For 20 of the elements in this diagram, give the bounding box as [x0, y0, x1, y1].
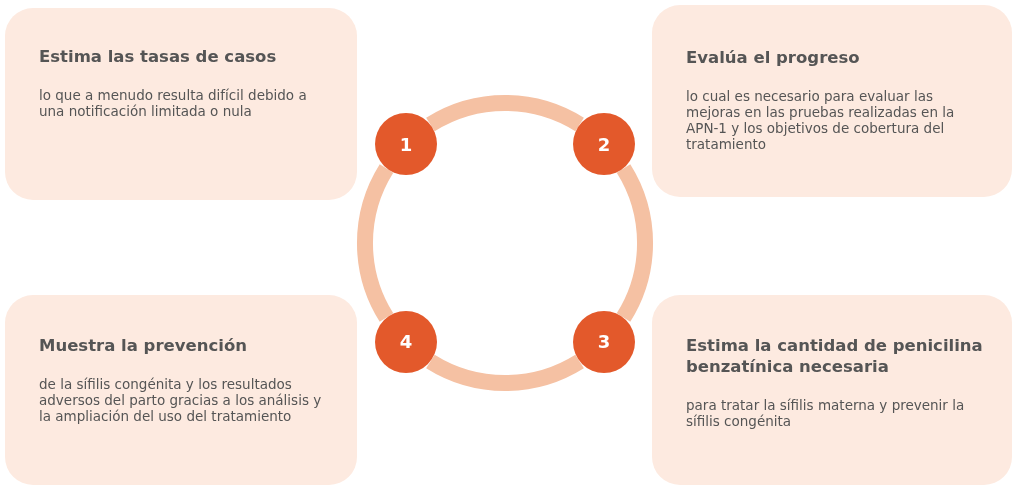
card-heading: Estima la cantidad de penicilina benzatínica necesaria	[686, 335, 984, 377]
card-heading: Evalúa el progreso	[686, 47, 861, 68]
card-heading: Estima las tasas de casos	[39, 46, 278, 67]
step-number-circle: 2	[573, 113, 635, 175]
ring-arc	[357, 164, 394, 322]
info-card	[652, 295, 1012, 485]
step-number-circle: 4	[375, 311, 437, 373]
card-text: lo cual es necesario para evaluar las mejoras en las pruebas realizadas en la APN-1 y los objetivos de cobertura del tratamiento	[686, 88, 956, 152]
info-card	[652, 5, 1012, 197]
card-text: lo que a menudo resulta difícil debido a una notificación limitada o nula	[39, 87, 308, 119]
info-card	[5, 295, 357, 485]
ring-arc	[426, 95, 584, 132]
card-text: para tratar la sífilis materna y prevenir la sífilis congénita	[686, 397, 966, 429]
card-heading: Muestra la prevención	[39, 335, 248, 356]
step-number-circle: 1	[375, 113, 437, 175]
step-number-circle: 3	[573, 311, 635, 373]
card-text: de la sífilis congénita y los resultados adversos del parto gracias a los análisis y la ampliación del uso del tratamiento	[39, 376, 323, 424]
info-card	[5, 8, 357, 200]
ring-arc	[616, 164, 653, 322]
ring-arc	[426, 354, 584, 391]
